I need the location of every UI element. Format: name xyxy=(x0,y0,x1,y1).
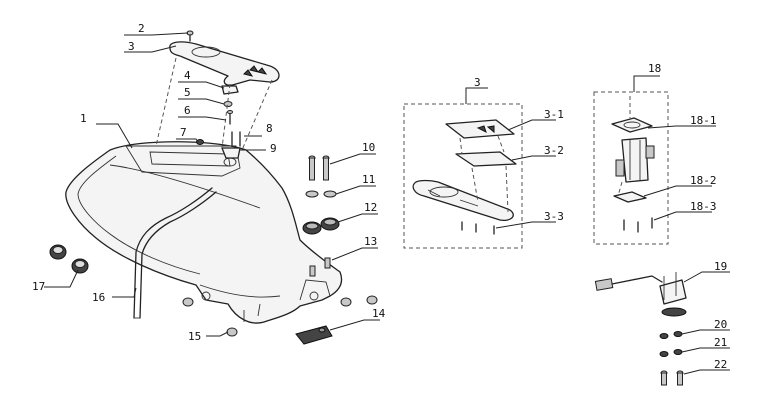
group-3-box xyxy=(403,103,523,249)
callout-2: 2 xyxy=(138,22,145,35)
callout-18-2: 18-2 xyxy=(690,174,717,187)
bolt-10 xyxy=(308,155,330,181)
fuel-level-sender-19 xyxy=(594,272,687,317)
bracket-4 xyxy=(221,85,239,95)
screws-18-3 xyxy=(623,217,653,233)
group-18-alignment xyxy=(617,96,631,197)
gasket-3-1 xyxy=(445,119,515,139)
washers-11 xyxy=(305,190,337,198)
callout-5: 5 xyxy=(184,86,191,99)
bolt-6 xyxy=(227,110,233,125)
washers-21 xyxy=(659,349,683,357)
callout-6: 6 xyxy=(184,104,191,117)
pump-flange-18-1 xyxy=(611,117,653,133)
rubber-dampers-12 xyxy=(302,217,340,235)
callout-8: 8 xyxy=(266,122,273,135)
callout-11: 11 xyxy=(362,173,375,186)
dampers-15 xyxy=(182,295,378,337)
callout-3-group: 3 xyxy=(474,76,481,89)
leader-lines xyxy=(44,32,730,375)
callout-labels: 2 3 4 5 6 7 1 8 9 10 11 12 13 14 15 16 1… xyxy=(32,22,727,371)
callout-18-1: 18-1 xyxy=(690,114,717,127)
alignment-lines xyxy=(155,57,273,151)
callout-1: 1 xyxy=(80,112,87,125)
callout-9: 9 xyxy=(270,142,277,155)
fuel-pump-18 xyxy=(615,137,655,183)
clip-9 xyxy=(221,147,241,159)
callout-18-3: 18-3 xyxy=(690,200,717,213)
gasket-18-2 xyxy=(613,191,647,203)
top-cover-plate xyxy=(169,41,280,86)
bolts-8 xyxy=(231,131,241,147)
callout-7: 7 xyxy=(180,126,187,139)
group-3-alignment xyxy=(459,135,509,213)
breather-hose xyxy=(133,187,217,319)
screws-3-3 xyxy=(461,221,495,235)
callout-14: 14 xyxy=(372,307,386,320)
callout-17: 17 xyxy=(32,280,45,293)
screw-2 xyxy=(186,30,194,42)
washers-20 xyxy=(659,331,683,339)
callout-3-2: 3-2 xyxy=(544,144,564,157)
callout-3-1: 3-1 xyxy=(544,108,564,121)
bracket-14 xyxy=(295,325,333,345)
base-plate-3-3 xyxy=(412,179,514,222)
filter-3-2 xyxy=(455,151,517,167)
callout-12: 12 xyxy=(364,201,377,214)
callout-20: 20 xyxy=(714,318,727,331)
callout-10: 10 xyxy=(362,141,375,154)
callout-18: 18 xyxy=(648,62,661,75)
nut-7 xyxy=(196,139,204,145)
callout-4: 4 xyxy=(184,69,191,82)
spacers-13 xyxy=(309,257,331,277)
callout-13: 13 xyxy=(364,235,377,248)
washer-5 xyxy=(223,101,233,107)
callout-16: 16 xyxy=(92,291,105,304)
fuel-tank xyxy=(65,141,343,324)
callout-19: 19 xyxy=(714,260,727,273)
group-18-box xyxy=(593,91,669,245)
bolts-22 xyxy=(660,370,684,386)
caps-17 xyxy=(49,244,89,274)
callout-3-3: 3-3 xyxy=(544,210,564,223)
callout-21: 21 xyxy=(714,336,727,349)
callout-22: 22 xyxy=(714,358,727,371)
callout-15: 15 xyxy=(188,330,201,343)
callout-3-top: 3 xyxy=(128,40,135,53)
